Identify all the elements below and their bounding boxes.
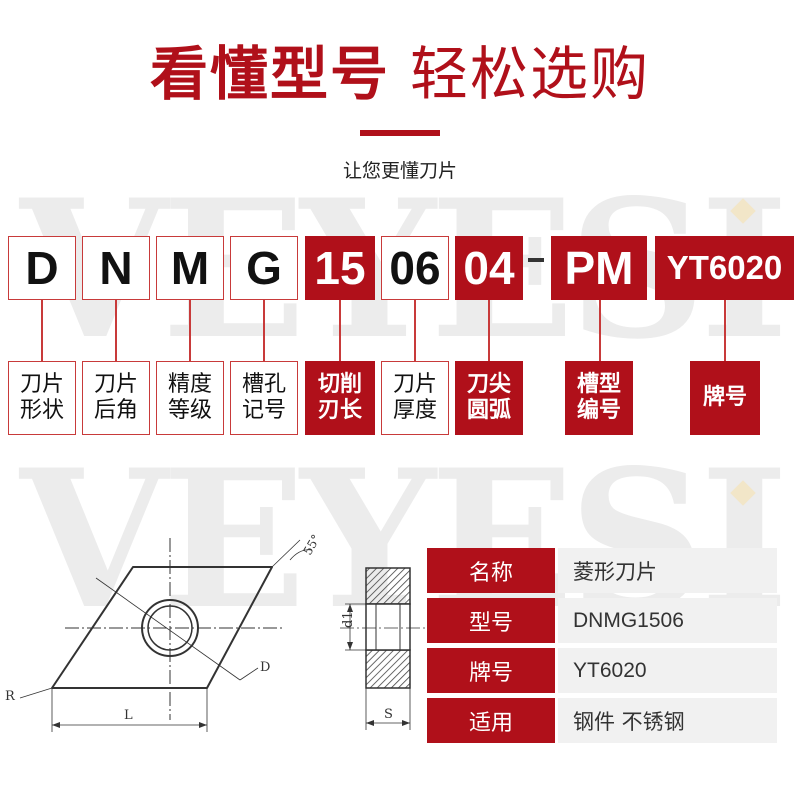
side-view-hole-section — [365, 603, 411, 651]
angle-arc — [289, 549, 313, 561]
side-view-top-section — [365, 567, 411, 605]
code-box-thickness: 06 — [381, 236, 449, 300]
connector-line — [339, 300, 341, 361]
code-box-edge-length: 15 — [305, 236, 375, 300]
spec-row-name: 名称 菱形刀片 — [427, 548, 777, 593]
spec-row-model: 型号 DNMG1506 — [427, 598, 777, 643]
connector-line — [488, 300, 490, 361]
label-line-1: 刀片 — [19, 372, 64, 397]
label-line-1: 切削 — [317, 372, 362, 397]
hole-outer — [141, 599, 199, 657]
label-thickness: 刀片厚度 — [381, 361, 449, 435]
d1-arrow-top — [347, 604, 353, 612]
page-subtitle: 让您更懂刀片 — [342, 160, 457, 182]
l-label: L — [124, 708, 133, 723]
spec-value: YT6020 — [558, 648, 777, 693]
code-box-shape: D — [8, 236, 76, 300]
label-line-1: 槽型 — [576, 372, 621, 397]
insert-drawing: 55° R L D d1 S — [5, 532, 425, 732]
d-leader — [239, 667, 259, 681]
inscribed-diameter-line — [95, 577, 241, 681]
connector-line — [41, 300, 43, 361]
label-line-2: 圆弧 — [466, 398, 511, 423]
label-line-1: 刀片 — [392, 372, 437, 397]
s-arrow-right — [402, 720, 410, 726]
connector-line — [599, 300, 601, 361]
spec-row-grade: 牌号 YT6020 — [427, 648, 777, 693]
side-view-bottom-section — [365, 649, 411, 689]
connector-line — [115, 300, 117, 361]
l-arrow-right — [199, 722, 207, 728]
r-leader — [19, 687, 53, 699]
hole-inner — [147, 605, 193, 651]
label-line-2: 刃长 — [317, 398, 362, 423]
r-label: R — [5, 689, 16, 704]
connector-line — [263, 300, 265, 361]
label-edge-length: 切削刃长 — [305, 361, 375, 435]
code-box-tolerance: M — [156, 236, 224, 300]
connector-line — [724, 300, 726, 361]
label-clearance: 刀片后角 — [82, 361, 150, 435]
label-tolerance: 精度等级 — [156, 361, 224, 435]
spec-key: 型号 — [427, 598, 555, 643]
spec-value: DNMG1506 — [558, 598, 777, 643]
s-label: S — [384, 707, 393, 722]
title-underline — [360, 130, 440, 136]
label-nose-radius: 刀尖圆弧 — [455, 361, 523, 435]
label-hole: 槽孔记号 — [230, 361, 298, 435]
label-line-1: 精度 — [167, 372, 212, 397]
s-arrow-left — [366, 720, 374, 726]
label-shape: 刀片形状 — [8, 361, 76, 435]
page-title-part-2: 轻松选购 — [410, 40, 651, 108]
label-line-2: 等级 — [167, 398, 212, 423]
spec-value: 菱形刀片 — [558, 548, 777, 593]
code-box-clearance: N — [82, 236, 150, 300]
angle-label: 55° — [300, 532, 323, 557]
label-line-1: 牌号 — [702, 385, 747, 410]
label-line-2: 形状 — [19, 398, 64, 423]
code-box-nose-radius: 04 — [455, 236, 523, 300]
label-line-1: 刀片 — [93, 372, 138, 397]
spec-key: 名称 — [427, 548, 555, 593]
code-box-chipbreaker: PM — [551, 236, 647, 300]
spec-value: 钢件 不锈钢 — [558, 698, 777, 743]
label-line-2: 后角 — [93, 398, 138, 423]
code-dash — [528, 258, 544, 262]
label-line-1: 刀尖 — [466, 372, 511, 397]
label-line-2: 记号 — [241, 398, 286, 423]
spec-key: 适用 — [427, 698, 555, 743]
connector-line — [414, 300, 416, 361]
code-box-grade: YT6020 — [655, 236, 794, 300]
l-arrow-left — [52, 722, 60, 728]
label-line-2: 编号 — [576, 398, 621, 423]
label-grade: 牌号 — [690, 361, 760, 435]
page-title: 看懂型号轻松选购 — [0, 38, 800, 110]
spec-key: 牌号 — [427, 648, 555, 693]
d-label: D — [260, 660, 270, 675]
connector-line — [189, 300, 191, 361]
spec-row-application: 适用 钢件 不锈钢 — [427, 698, 777, 743]
angle-leader — [271, 539, 301, 568]
label-line-1: 槽孔 — [241, 372, 286, 397]
d1-arrow-bottom — [347, 642, 353, 650]
d1-label: d1 — [341, 611, 356, 628]
page-title-part-1: 看懂型号 — [149, 40, 390, 108]
label-chipbreaker: 槽型编号 — [565, 361, 633, 435]
code-box-hole: G — [230, 236, 298, 300]
label-line-2: 厚度 — [392, 398, 437, 423]
